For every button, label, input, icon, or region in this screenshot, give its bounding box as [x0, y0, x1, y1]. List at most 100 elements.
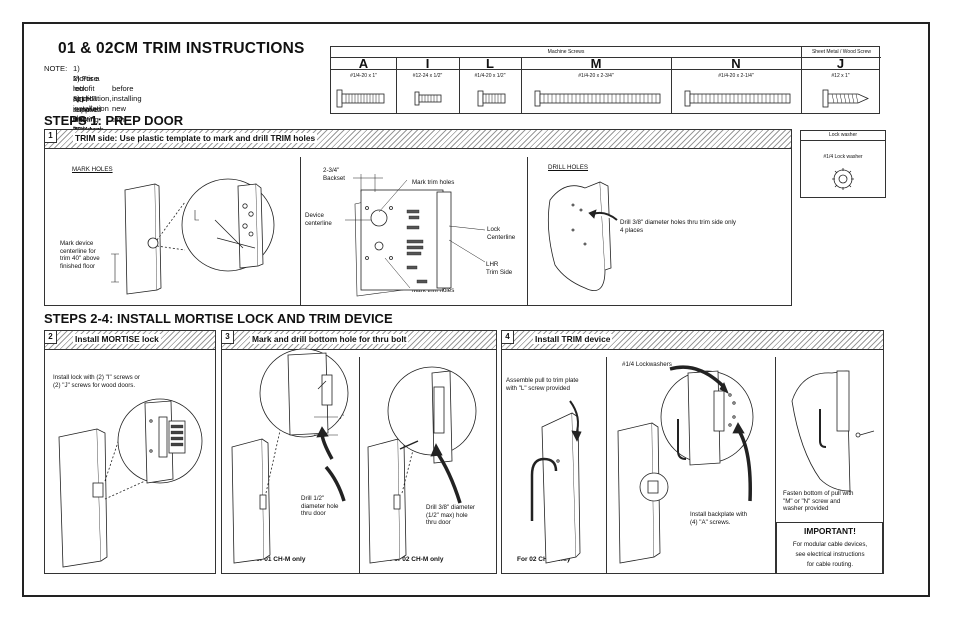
step3-illustrations — [231, 348, 477, 564]
step3-drill-b-line1: Drill 3/8" diameter — [426, 504, 475, 511]
step4-panel: 4 Install TRIM device Assemble pull to t… — [501, 330, 884, 574]
screw-letter-i: I — [425, 56, 430, 71]
step4-pull-note: Assemble pull to trim plate with "L" scr… — [506, 377, 579, 392]
step2-illustration — [58, 398, 203, 568]
lhr-line1: LHR — [486, 261, 499, 268]
screw-spec-i: #12-24 x 1/2" — [412, 73, 443, 79]
step4-footer: For 02 CH-M only — [517, 556, 571, 563]
step3-footer-b: For 02 CH-M only — [390, 556, 444, 563]
backset-line2: Backset — [323, 174, 346, 182]
step1-title: TRIM side: Use plastic template to mark … — [73, 133, 318, 143]
drill-note: Drill 3/8" diameter holes thru trim side… — [620, 219, 736, 234]
screw-spec-m: #1/4-20 x 2-3/4" — [578, 73, 614, 79]
mark-device-line4: finished floor — [60, 262, 96, 270]
screw-spec-j: #12 x 1" — [831, 73, 850, 79]
step2-note: Install lock with (2) "I" screws or (2) … — [53, 374, 140, 389]
step2-number: 2 — [45, 331, 57, 344]
step4-pull-line1: Assemble pull to trim plate — [506, 377, 579, 384]
steps1-heading: STEPS 1: PREP DOOR — [44, 113, 184, 128]
step3-drill-a-line2: diameter hole — [301, 502, 339, 510]
lock-washer-spec: #1/4 Lock washer — [823, 154, 863, 160]
lock-washer-box: Lock washer #1/4 Lock washer — [800, 130, 886, 198]
step1-number: 1 — [45, 130, 57, 143]
device-centerline-label: Device centerline — [305, 212, 332, 227]
screw-n-icon — [684, 90, 791, 107]
drill-note-line2: 4 places — [620, 226, 644, 234]
step3-header: 3 Mark and drill bottom hole for thru bo… — [222, 331, 496, 350]
step2-note-line1: Install lock with (2) "I" screws or — [53, 374, 140, 381]
step3-drill-b-line3: thru door — [426, 519, 451, 527]
important-text: For modular cable devices, see electrica… — [777, 540, 883, 570]
important-line3: for cable routing. — [806, 561, 854, 568]
step2-panel: 2 Install MORTISE lock Install lock with… — [44, 330, 216, 574]
screw-l-icon — [477, 90, 506, 107]
step4-fasten-note: Fasten bottom of pull with "M" or "N" sc… — [783, 490, 854, 513]
lhr-line2: Trim Side — [486, 268, 513, 276]
step4-pull-line2: with "L" screw provided — [506, 384, 570, 392]
backset-line1: 2-3/4" — [323, 167, 340, 174]
screw-spec-l: #1/4-20 x 1/2" — [474, 73, 506, 79]
notes-block: NOTE: 1) Mortise lock NOT supplied with … — [44, 64, 142, 154]
screw-a-icon — [336, 89, 385, 108]
lhr-trim-side-label: LHR Trim Side — [486, 261, 512, 276]
sheet-metal-label: Sheet Metal / Wood Screw — [801, 47, 881, 58]
screw-letter-m: M — [590, 56, 602, 71]
step4-header: 4 Install TRIM device — [502, 331, 883, 350]
screw-i-icon — [414, 91, 442, 106]
step4-illustrations — [530, 365, 875, 564]
screw-letter-j: J — [836, 56, 845, 71]
lock-washer-icon — [832, 168, 854, 190]
important-line2: see electrical instructions — [795, 551, 865, 558]
step2-header: 2 Install MORTISE lock — [45, 331, 215, 350]
step4-fasten-line1: Fasten bottom of pull with — [783, 490, 854, 497]
step1-header: 1 TRIM side: Use plastic template to mar… — [45, 130, 791, 149]
drill-holes-label: DRILL HOLES — [548, 164, 589, 171]
page-title: 01 & 02CM TRIM INSTRUCTIONS — [58, 40, 305, 57]
step3-drill-a-line1: Drill 1/2" — [301, 495, 325, 502]
screw-j-icon — [822, 89, 869, 108]
screw-letter-l: L — [486, 56, 494, 71]
backset-label: 2-3/4" Backset — [323, 167, 345, 182]
step2-title: Install MORTISE lock — [73, 334, 161, 344]
mark-device-label: Mark device centerline for trim 40" abov… — [60, 240, 100, 270]
note-lead: NOTE: — [44, 64, 68, 73]
step3-footer-a: For 01 CH-M only — [252, 556, 306, 563]
step4-title: Install TRIM device — [533, 334, 613, 344]
screw-table: Machine Screws Sheet Metal / Wood Screw … — [330, 46, 881, 114]
screw-drawings — [336, 89, 869, 108]
step4-fasten-line2: "M" or "N" screw and — [783, 497, 841, 505]
screw-spec-a: #1/4-20 x 1" — [350, 73, 377, 79]
step4-backplate-note: Install backplate with (4) "A" screws. — [690, 511, 747, 526]
mark-holes-label: MARK HOLES — [72, 166, 113, 173]
screw-m-icon — [534, 90, 661, 107]
step1-illustrations — [111, 174, 618, 297]
lock-centerline-label: Lock Centerline — [487, 226, 515, 241]
mark-trim-bottom-label: Mark trim holes — [412, 287, 455, 294]
step4-number: 4 — [502, 331, 514, 344]
step3-panel: 3 Mark and drill bottom hole for thru bo… — [221, 330, 497, 574]
device-cl-line2: centerline — [305, 219, 332, 227]
screw-letter-n: N — [731, 56, 741, 71]
screw-letter-a: A — [358, 56, 369, 71]
screw-spec-n: #1/4-20 x 2-1/4" — [718, 73, 754, 79]
step3-drill-b: Drill 3/8" diameter (1/2" max) hole thru… — [426, 504, 475, 527]
step3-drill-a: Drill 1/2" diameter hole thru door — [301, 495, 339, 518]
mark-device-line1: Mark device — [60, 240, 94, 247]
step4-lockwashers: #1/4 Lockwashers — [622, 361, 672, 368]
step3-drill-b-line2: (1/2" max) hole — [426, 511, 468, 519]
step4-backplate-line2: (4) "A" screws. — [690, 518, 731, 526]
lock-cl-line2: Centerline — [487, 233, 516, 241]
drill-note-line1: Drill 3/8" diameter holes thru trim side… — [620, 219, 737, 226]
note-2-cont: before installing new trim. — [112, 84, 142, 124]
mark-device-line3: trim 40" above — [60, 255, 100, 263]
step2-note-line2: (2) "J" screws for wood doors. — [53, 381, 136, 389]
step4-backplate-line1: Install backplate with — [690, 511, 748, 518]
page-border — [22, 22, 930, 597]
mark-trim-top-label: Mark trim holes — [412, 179, 455, 186]
step3-drill-a-line3: thru door — [301, 510, 326, 518]
step4-fasten-line3: washer provided — [783, 505, 829, 513]
step3-title: Mark and drill bottom hole for thru bolt — [250, 334, 409, 344]
device-cl-line1: Device — [305, 212, 324, 219]
mark-device-line2: centerline for — [60, 247, 96, 255]
step1-panel: 1 TRIM side: Use plastic template to mar… — [44, 129, 792, 306]
